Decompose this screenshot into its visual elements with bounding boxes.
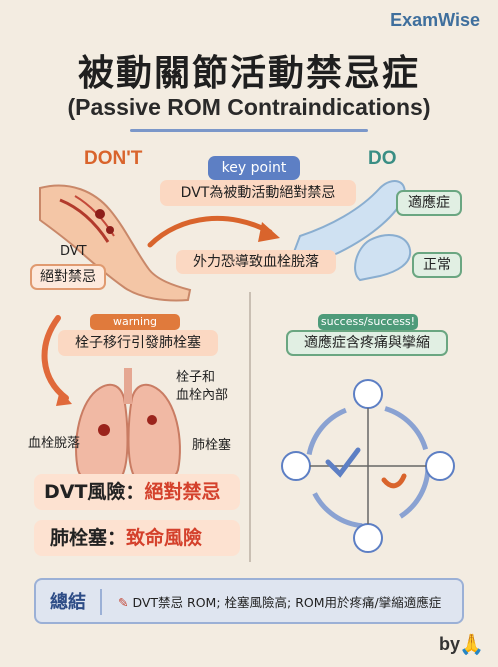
title-underline — [130, 129, 368, 132]
warning-tag: warning warning — [90, 314, 180, 344]
dvt-label: DVT — [60, 244, 87, 259]
embolus-text: 栓子移行引發肺栓塞 — [58, 330, 218, 356]
brand-logo: ExamWise — [390, 10, 480, 30]
normal-label: 正常 — [412, 252, 462, 278]
summary-text: ✎ DVT禁忌 ROM; 栓塞風險高; ROM用於疼痛/攣縮適應症 — [118, 592, 441, 611]
dont-heading: DON'T — [84, 148, 143, 169]
force-text: 外力恐導致血栓脫落 — [176, 250, 336, 274]
summary-label: 總結 — [50, 592, 86, 613]
risk-pe-key: 肺栓塞： — [50, 527, 127, 549]
pe-label: 肺栓塞 — [192, 438, 232, 453]
risk-dvt-value: 絕對禁忌 — [144, 481, 221, 503]
success-tag: success/success! — [318, 314, 418, 330]
page-title: 被動關節活動禁忌症 — [77, 53, 420, 94]
indication-text: 適應症含疼痛與攣縮 — [286, 330, 448, 356]
risk-pe: 肺栓塞：致命風險 — [34, 520, 240, 556]
column-divider — [249, 292, 251, 562]
key-point-text: DVT為被動活動絕對禁忌 — [160, 180, 356, 206]
summary-separator — [100, 589, 102, 615]
do-heading: DO — [368, 148, 397, 169]
syringe-icon: ✎ — [118, 595, 129, 610]
dvt-leg-illustration — [39, 184, 192, 302]
footer-emoji: 🙏 — [459, 632, 484, 656]
risk-dvt-key: DVT風險： — [44, 481, 145, 503]
risk-dvt: DVT風險：絕對禁忌 — [34, 474, 240, 510]
clot-detach-label: 血栓脫落 — [28, 436, 81, 451]
thrombus-inside-label: 血栓內部 — [176, 388, 229, 403]
indication-label: 適應症 — [396, 190, 462, 216]
summary-text-value: DVT禁忌 ROM; 栓塞風險高; ROM用於疼痛/攣縮適應症 — [132, 595, 442, 610]
embolus-and-label: 栓子和 — [176, 370, 216, 385]
footer-by: by — [438, 634, 460, 654]
lungs-illustration — [75, 368, 181, 486]
absolute-contraindication-label: 絕對禁忌 — [30, 264, 106, 290]
force-arrow — [147, 215, 273, 248]
check-icon — [325, 447, 361, 478]
key-point-badge: key point — [208, 156, 300, 180]
summary-box: 總結 ✎ DVT禁忌 ROM; 栓塞風險高; ROM用於疼痛/攣縮適應症 — [34, 578, 464, 624]
risk-pe-value: 致命風險 — [126, 527, 203, 549]
embolism-arrow — [41, 315, 69, 401]
page-subtitle: (Passive ROM Contraindications) — [67, 94, 431, 120]
rom-cycle-diagram — [281, 379, 455, 553]
